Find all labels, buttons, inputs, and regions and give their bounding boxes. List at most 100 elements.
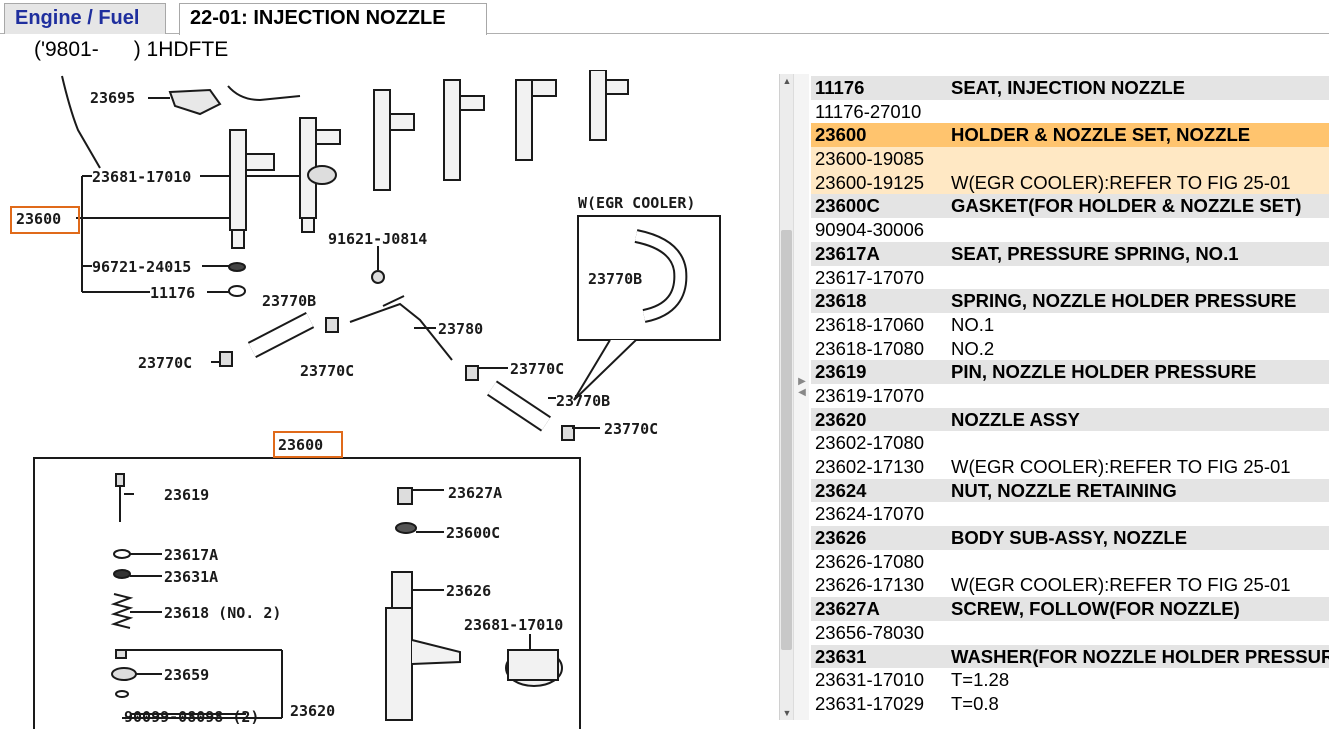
part-description: WASHER(FOR NOZZLE HOLDER PRESSURE) (951, 645, 1329, 667)
label-23631a: 23631A (164, 568, 218, 586)
label-23627a: 23627A (448, 484, 502, 502)
part-number-row[interactable]: 23600-19085 (811, 147, 1329, 171)
part-number-row[interactable]: 90904-30006 (811, 218, 1329, 242)
scroll-up-arrow-icon[interactable]: ▲ (782, 76, 792, 86)
part-number: 23627A (815, 598, 880, 620)
part-description: T=0.8 (951, 692, 999, 714)
part-group-row[interactable]: 23600C GASKET(FOR HOLDER & NOZZLE SET) (811, 194, 1329, 219)
label-23600c: 23600C (446, 524, 500, 542)
part-number: 23602-17130 (815, 456, 925, 477)
part-group-row[interactable]: 23631 WASHER(FOR NOZZLE HOLDER PRESSURE) (811, 644, 1329, 669)
part-number-row[interactable]: 23602-17080 (811, 431, 1329, 455)
part-group-row[interactable]: 23626 BODY SUB-ASSY, NOZZLE (811, 526, 1329, 550)
label-23681-17010: 23681-17010 (92, 168, 191, 186)
splitter-grip-icon[interactable]: ▶◀ (798, 376, 806, 398)
part-group-row[interactable]: 23624 NUT, NOZZLE RETAINING (811, 478, 1329, 503)
part-number: 23618-17060 (815, 313, 925, 335)
part-number: 23600-19125 (815, 171, 925, 193)
part-number-row[interactable]: 23631-17029 T=0.8 (811, 691, 1329, 716)
part-description: NO.2 (951, 337, 995, 359)
part-number: 23631-17010 (815, 669, 925, 691)
part-description: SEAT, PRESSURE SPRING, NO.1 (951, 242, 1239, 264)
legend-title: W(EGR COOLER) (578, 194, 695, 212)
part-number: 23600C (815, 195, 880, 217)
part-number: 23624-17070 (815, 503, 925, 525)
part-number: 23619-17070 (815, 384, 925, 406)
part-number-row[interactable]: 23626-17080 (811, 549, 1329, 574)
part-number-row[interactable]: 23624-17070 (811, 502, 1329, 527)
part-number: 23656-78030 (815, 621, 925, 643)
part-description: GASKET(FOR HOLDER & NOZZLE SET) (951, 195, 1302, 217)
part-description: W(EGR COOLER):REFER TO FIG 25-01 (951, 171, 1291, 193)
label-23770c-1: 23770C (138, 354, 192, 372)
label-23619: 23619 (164, 486, 209, 504)
label-23695: 23695 (90, 89, 135, 107)
diagram-drawing: 23695 23681-17010 23600 96721-24015 1117… (16, 70, 721, 729)
part-group-row[interactable]: 23627A SCREW, FOLLOW(FOR NOZZLE) (811, 597, 1329, 621)
part-number: 23619 (815, 361, 867, 383)
part-number-row[interactable]: 23656-78030 (811, 620, 1329, 645)
part-number: 23624 (815, 479, 867, 501)
part-number-row[interactable]: 11176-27010 (811, 99, 1329, 124)
label-23620: 23620 (290, 702, 335, 720)
label-23626: 23626 (446, 582, 491, 600)
label-23618: 23618 (NO. 2) (164, 604, 281, 622)
part-number-row[interactable]: 23600-19125 W(EGR COOLER):REFER TO FIG 25… (811, 170, 1329, 195)
label-23600-bottom: 23600 (278, 436, 323, 454)
label-23780: 23780 (438, 320, 483, 338)
part-number: 23631 (815, 645, 867, 667)
highlight-23600-top[interactable] (10, 206, 80, 234)
part-number: 11176 (815, 77, 865, 98)
parts-diagram: 23695 23681-17010 23600 96721-24015 1117… (0, 70, 780, 729)
label-90099: 90099-08098 (2) (124, 708, 259, 726)
label-23617a: 23617A (164, 546, 218, 564)
part-number: 23617A (815, 242, 880, 264)
part-description: SCREW, FOLLOW(FOR NOZZLE) (951, 598, 1240, 620)
part-number: 23602-17080 (815, 432, 925, 454)
label-23659: 23659 (164, 666, 209, 684)
part-number: 23626-17130 (815, 574, 925, 596)
part-number: 23600 (815, 124, 867, 146)
part-number-row[interactable]: 23617-17070 (811, 265, 1329, 290)
label-23770c-3: 23770C (510, 360, 564, 378)
part-description: SPRING, NOZZLE HOLDER PRESSURE (951, 290, 1297, 312)
part-description: W(EGR COOLER):REFER TO FIG 25-01 (951, 456, 1291, 477)
part-number: 23626 (815, 527, 867, 549)
label-23770b-1: 23770B (262, 292, 316, 310)
tab-bar: Engine / Fuel 22-01: INJECTION NOZZLE (0, 0, 1329, 35)
part-description: NUT, NOZZLE RETAINING (951, 479, 1177, 501)
part-description: BODY SUB-ASSY, NOZZLE (951, 527, 1188, 549)
part-number-row[interactable]: 23619-17070 (811, 383, 1329, 408)
pane-splitter[interactable]: ▶◀ (793, 74, 809, 720)
part-number: 23600-19085 (815, 148, 925, 170)
diagram-scrollbar[interactable]: ▲ ▼ (779, 74, 793, 720)
part-description: NOZZLE ASSY (951, 408, 1080, 430)
part-number-row[interactable]: 23602-17130 W(EGR COOLER):REFER TO FIG 25… (811, 455, 1329, 479)
label-23770c-2: 23770C (300, 362, 354, 380)
label-23681-17010-bottom: 23681-17010 (464, 616, 563, 634)
part-group-row[interactable]: 23617A SEAT, PRESSURE SPRING, NO.1 (811, 241, 1329, 266)
label-91621: 91621-J0814 (328, 230, 427, 248)
tab-engine-fuel[interactable]: Engine / Fuel (4, 3, 166, 34)
label-23770b-2: 23770B (556, 392, 610, 410)
part-number: 23626-17080 (815, 550, 925, 572)
tab-injection-nozzle[interactable]: 22-01: INJECTION NOZZLE (179, 3, 487, 35)
part-group-row[interactable]: 11176 SEAT, INJECTION NOZZLE (811, 76, 1329, 100)
model-subtitle: ('9801- ) 1HDFTE (34, 38, 229, 61)
part-number: 90904-30006 (815, 219, 925, 241)
scroll-down-arrow-icon[interactable]: ▼ (782, 708, 792, 718)
scroll-thumb[interactable] (781, 230, 792, 650)
part-number: 23631-17029 (815, 692, 925, 714)
part-number: 23618 (815, 290, 867, 312)
part-description: SEAT, INJECTION NOZZLE (951, 77, 1186, 98)
part-group-row[interactable]: 23618 SPRING, NOZZLE HOLDER PRESSURE (811, 289, 1329, 313)
highlight-23600-bottom[interactable] (273, 431, 343, 458)
